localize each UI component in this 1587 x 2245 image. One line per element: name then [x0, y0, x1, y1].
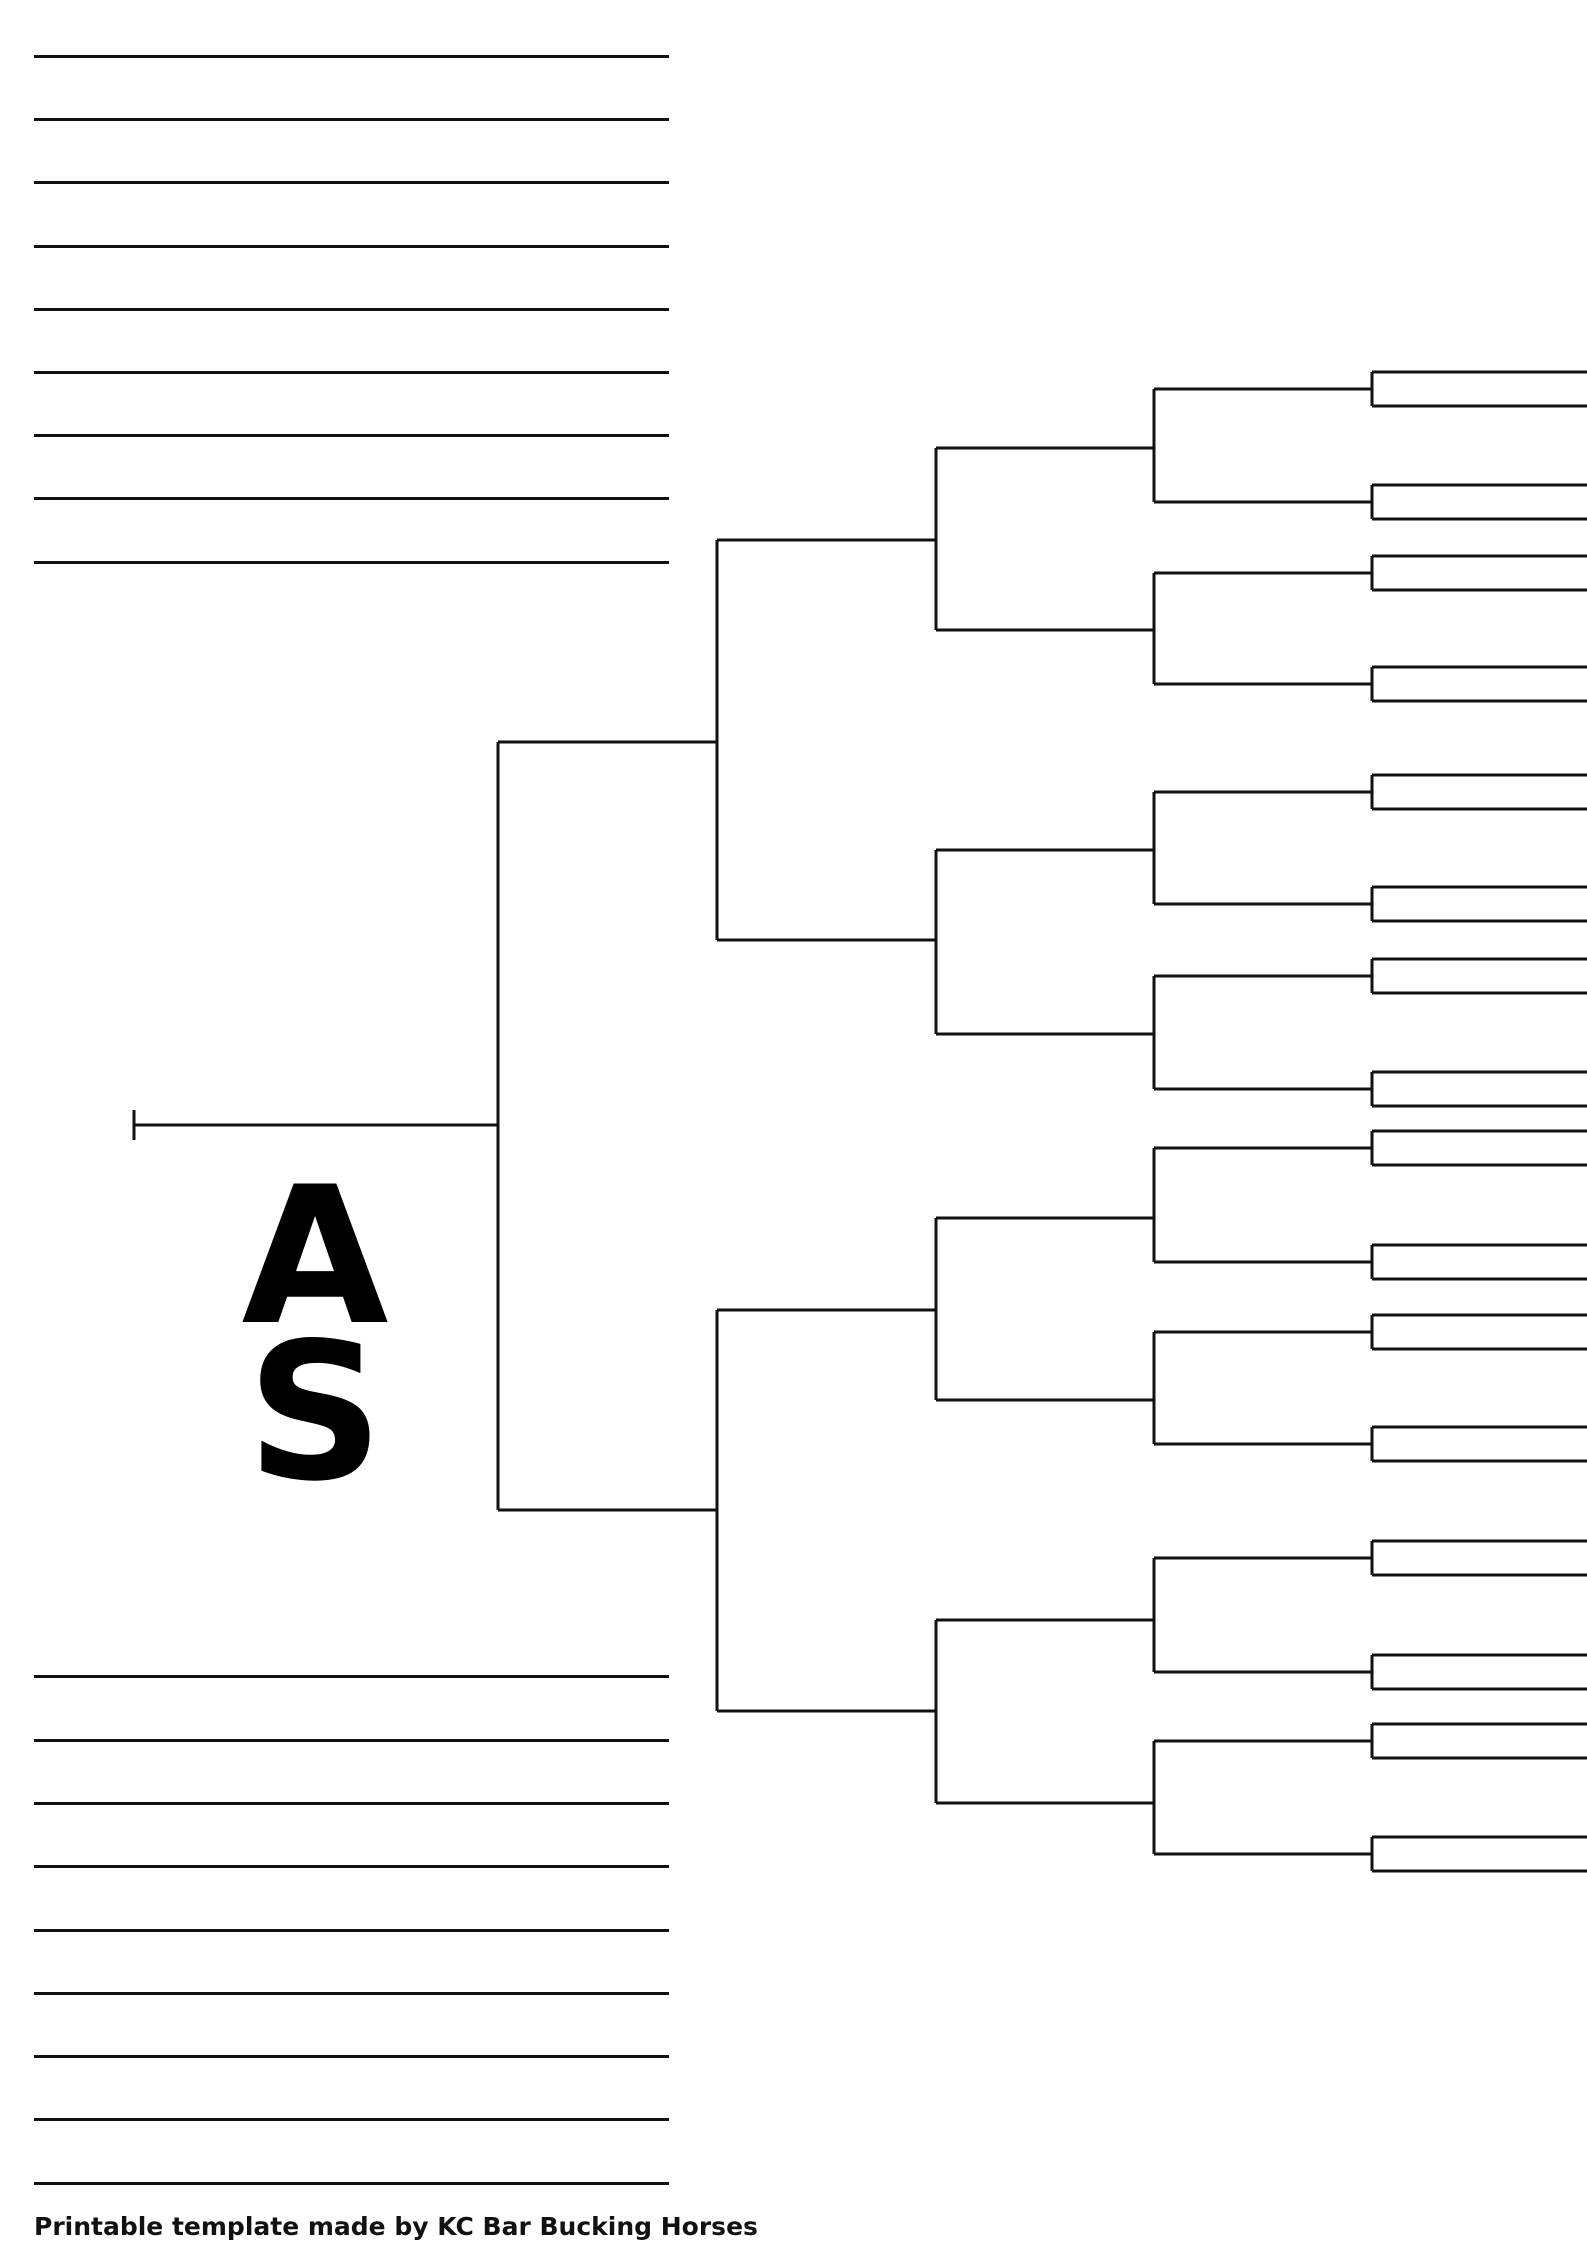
- note-line: [34, 55, 669, 58]
- note-line: [34, 371, 669, 374]
- note-line: [34, 2055, 669, 2058]
- note-line: [34, 245, 669, 248]
- note-line: [34, 308, 669, 311]
- note-line: [34, 1802, 669, 1805]
- note-line: [34, 497, 669, 500]
- note-line: [34, 1929, 669, 1932]
- monogram-letter-s: S: [246, 1302, 384, 1523]
- note-line: [34, 2118, 669, 2121]
- note-line: [34, 1865, 669, 1868]
- monogram-letter-a: A: [241, 1146, 389, 1367]
- note-line: [34, 181, 669, 184]
- note-line: [34, 434, 669, 437]
- footer-credit: Printable template made by KC Bar Buckin…: [34, 2212, 758, 2241]
- note-line: [34, 118, 669, 121]
- note-line: [34, 1739, 669, 1742]
- note-line: [34, 1675, 669, 1678]
- note-line: [34, 561, 669, 564]
- note-line: [34, 2182, 669, 2185]
- note-line: [34, 1992, 669, 1995]
